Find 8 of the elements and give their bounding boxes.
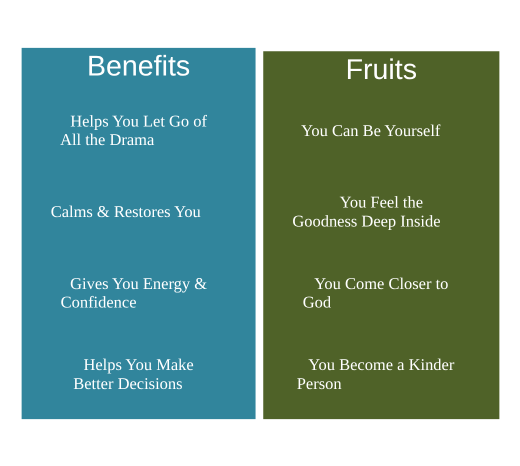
node-text: You Can Be Yourself xyxy=(300,120,440,140)
node-text: Helps You Make Better Decisions xyxy=(72,354,194,392)
node-text: You Come Closer to God xyxy=(302,273,448,312)
node-text: Helps You Let Go of All the Drama xyxy=(60,110,206,149)
node-text: You Become a Kinder Person xyxy=(296,354,454,392)
node-text: Gives You Energy & Confidence xyxy=(60,273,207,312)
node-text: Calms & Restores You xyxy=(50,202,200,221)
node-text: You Feel the Goodness Deep Inside xyxy=(292,192,440,230)
